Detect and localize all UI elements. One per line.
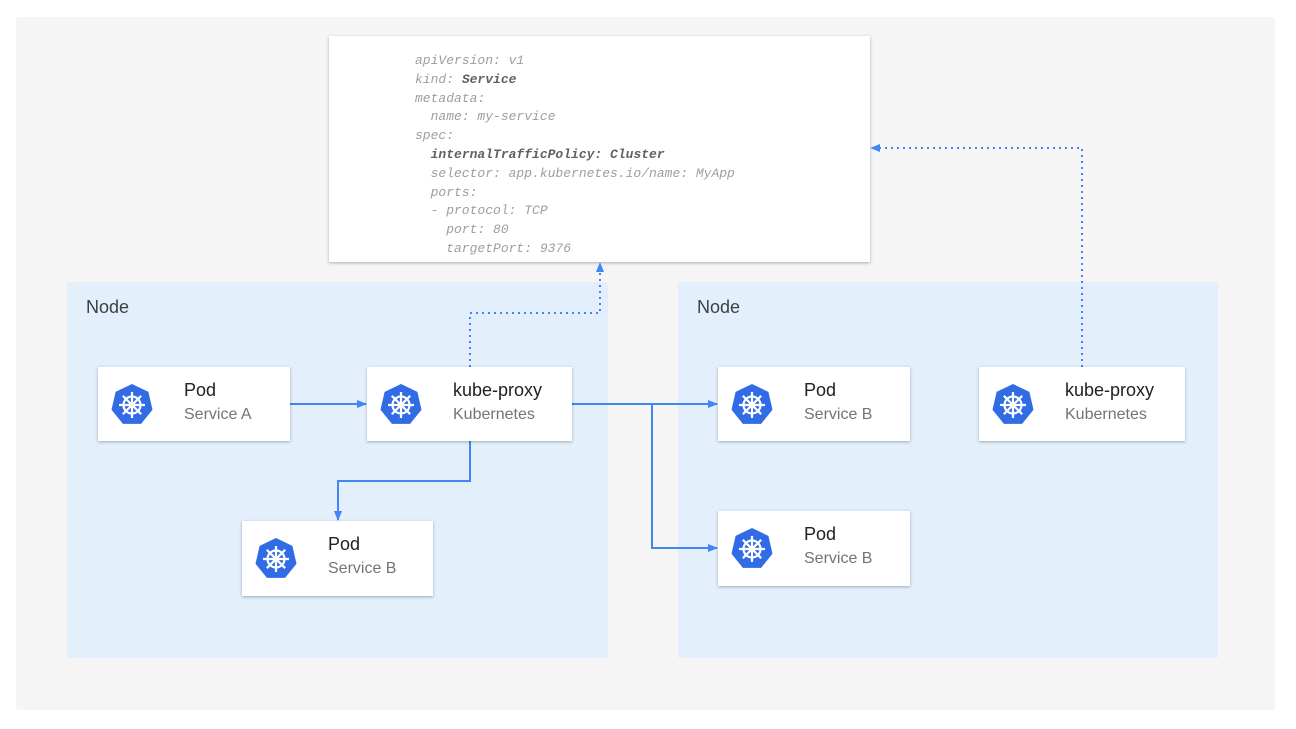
card-title: kube-proxy xyxy=(1065,380,1155,400)
service-yaml-card: apiVersion: v1 kind: Service metadata: n… xyxy=(329,36,870,262)
node-right: Node xyxy=(678,282,1218,658)
yaml-line: targetPort: 9376 xyxy=(415,241,571,256)
yaml-text: selector: app.kubernetes.io/name: MyApp xyxy=(415,165,735,181)
yaml-line: spec: xyxy=(415,128,454,143)
arrow-kubeproxy-to-local-podb xyxy=(334,441,471,521)
kubernetes-icon xyxy=(379,383,423,427)
card-subtitle: Kubernetes xyxy=(1065,406,1147,423)
card-subtitle: Service B xyxy=(804,550,873,567)
yaml-text: name: my-service xyxy=(415,109,556,125)
yaml-text: metadata: xyxy=(415,90,486,106)
card-title: Pod xyxy=(804,524,837,544)
yaml-line: ports: xyxy=(415,184,478,200)
kubernetes-icon xyxy=(254,537,298,581)
card-title: Pod xyxy=(804,380,837,400)
yaml-text: targetPort: 9376 xyxy=(415,240,572,256)
yaml-code: apiVersion: v1 kind: Service metadata: n… xyxy=(415,52,735,259)
kubernetes-icon xyxy=(991,383,1035,427)
yaml-bold-text: Service xyxy=(461,71,517,87)
yaml-line: name: my-service xyxy=(415,109,556,125)
yaml-line: internalTrafficPolicy: Cluster xyxy=(415,147,665,162)
dotted-kubeproxy-left-to-service xyxy=(469,262,604,367)
yaml-bold-text: internalTrafficPolicy: Cluster xyxy=(430,146,665,162)
kubernetes-icon xyxy=(110,383,154,427)
yaml-text: - protocol: TCP xyxy=(415,203,548,219)
kubernetes-icon xyxy=(730,383,774,427)
yaml-line: kind: Service xyxy=(415,72,516,87)
card-title: kube-proxy xyxy=(453,380,543,400)
yaml-text: spec: xyxy=(415,128,455,144)
card-subtitle: Service B xyxy=(804,406,873,423)
card-subtitle: Kubernetes xyxy=(453,406,535,423)
yaml-text: ports: xyxy=(415,184,478,200)
yaml-text: port: 80 xyxy=(415,222,509,238)
kubernetes-icon xyxy=(730,527,774,571)
yaml-line: - protocol: TCP xyxy=(415,203,548,218)
yaml-line: port: 80 xyxy=(415,222,509,238)
card-subtitle: Service B xyxy=(328,560,397,577)
arrow-kubeproxy-to-remote-podb-2 xyxy=(651,404,718,552)
yaml-text: apiVersion: v1 xyxy=(415,53,525,68)
yaml-line: selector: app.kubernetes.io/name: MyApp xyxy=(415,166,735,181)
card-title: Pod xyxy=(184,380,217,400)
node-label: Node xyxy=(697,297,741,317)
yaml-text: kind: xyxy=(415,71,462,87)
yaml-line: metadata: xyxy=(415,91,485,106)
card-subtitle: Service A xyxy=(184,406,252,423)
card-title: Pod xyxy=(328,534,361,554)
node-label: Node xyxy=(86,297,130,317)
yaml-line: apiVersion: v1 xyxy=(415,53,524,68)
dotted-kubeproxy-right-to-service xyxy=(870,144,1083,367)
